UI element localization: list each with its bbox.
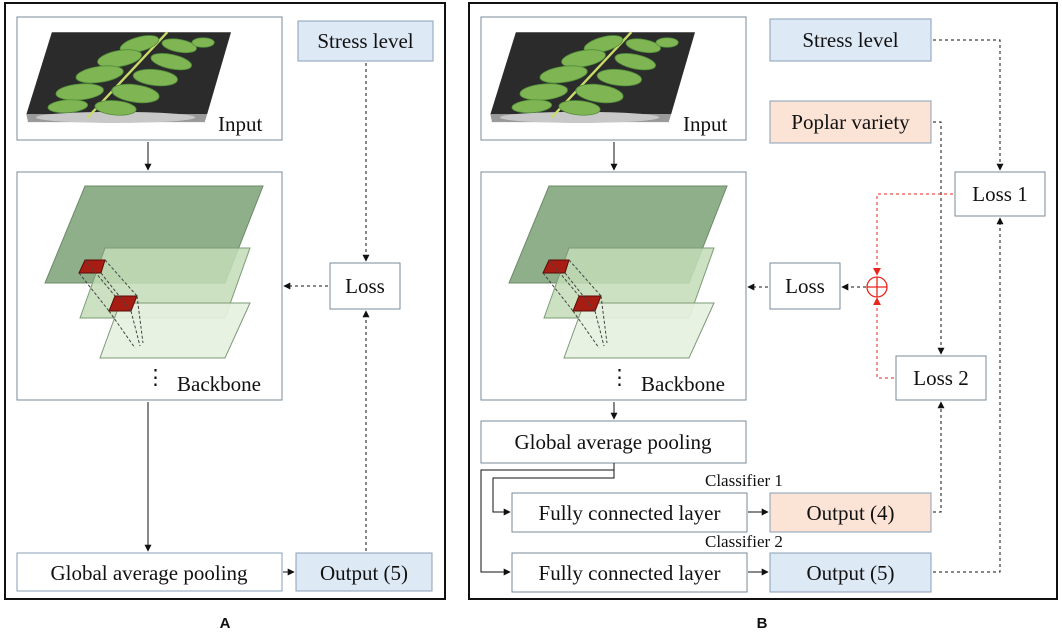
input-label: Input xyxy=(218,112,262,136)
arrow-stress-loss1 xyxy=(933,39,1004,171)
fc-layer-1-box xyxy=(511,492,748,533)
fc-layer-2-label: Fully connected layer xyxy=(539,561,721,585)
fc-layer-2-box xyxy=(511,552,748,593)
arrow-variety-loss2 xyxy=(933,121,945,355)
output-5-box xyxy=(295,552,433,592)
arrow-gap-fc1 xyxy=(492,470,615,516)
output-4-box xyxy=(769,492,932,533)
backbone-ellipsis: ⋮ xyxy=(609,365,630,389)
poplar-variety-box xyxy=(769,100,932,144)
loss-2-label: Loss 2 xyxy=(913,366,968,390)
stress-level-label: Stress level xyxy=(802,28,898,52)
panel-a: Input ⋮ Backbone Global average pooling … xyxy=(4,2,446,632)
gap-label: Global average pooling xyxy=(50,561,248,585)
backbone-label: Backbone xyxy=(177,372,261,396)
output-5-label: Output (5) xyxy=(320,561,408,585)
stress-level-box xyxy=(297,20,434,62)
classifier-1-label: Classifier 1 xyxy=(705,471,783,490)
poplar-variety-label: Poplar variety xyxy=(791,110,910,134)
plant-image xyxy=(489,30,697,125)
output-4-label: Output (4) xyxy=(806,501,894,525)
backbone-ellipsis: ⋮ xyxy=(145,365,166,389)
loss-label: Loss xyxy=(345,274,385,298)
arrow-output5-loss1 xyxy=(933,217,1004,573)
output-5-box xyxy=(769,552,932,593)
gap-box xyxy=(16,552,283,592)
panel-b-frame xyxy=(468,2,1058,600)
panel-a-frame xyxy=(4,2,446,600)
loss-1-box xyxy=(954,171,1046,217)
arrow-loss1-sum xyxy=(873,193,953,276)
loss-label: Loss xyxy=(785,274,825,298)
fc-layer-1-label: Fully connected layer xyxy=(539,501,721,525)
output-5-label: Output (5) xyxy=(806,561,894,585)
panel-b: Input ⋮ Backbone Global average pooling … xyxy=(468,2,1058,632)
arrow-loss2-sum xyxy=(873,297,894,379)
backbone-label: Backbone xyxy=(641,372,725,396)
sum-operator-icon xyxy=(866,276,888,298)
panel-b-caption: B xyxy=(757,615,768,632)
input-label: Input xyxy=(683,112,727,136)
loss-box xyxy=(769,262,841,310)
arrow-output4-loss2 xyxy=(933,401,945,513)
panel-a-caption: A xyxy=(220,615,231,632)
loss-1-label: Loss 1 xyxy=(972,182,1027,206)
classifier-2-label: Classifier 2 xyxy=(705,532,783,551)
stress-level-box xyxy=(769,18,932,62)
loss-2-box xyxy=(895,355,987,401)
arrow-gap-fc2 xyxy=(480,463,615,576)
stress-level-label: Stress level xyxy=(317,29,413,53)
plant-image xyxy=(25,30,233,125)
gap-box xyxy=(480,420,747,464)
gap-label: Global average pooling xyxy=(514,430,712,454)
loss-box xyxy=(329,262,401,310)
